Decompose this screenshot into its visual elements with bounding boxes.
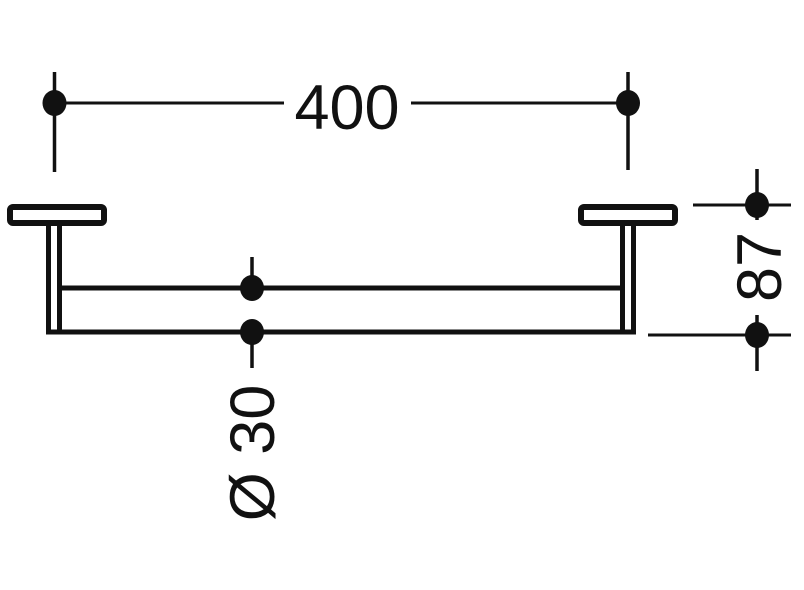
width-dimension: 400: [42, 72, 640, 172]
width-dimension-label: 400: [294, 73, 399, 143]
right-wall-plate: [578, 204, 678, 226]
height-dimension-bottom-endpoint-dot: [745, 322, 769, 348]
width-dimension-left-endpoint-dot: [42, 90, 67, 116]
height-dimension: 87: [648, 169, 795, 371]
diameter-dimension-label: Ø 30: [218, 385, 288, 522]
width-dimension-right-endpoint-dot: [616, 90, 640, 116]
height-dimension-top-endpoint-dot: [745, 192, 769, 218]
height-dimension-label: 87: [725, 232, 795, 302]
left-wall-plate: [7, 204, 107, 226]
diameter-dimension: Ø 30: [218, 257, 288, 521]
towel-rail-product: [7, 204, 678, 335]
diameter-dimension-bottom-endpoint-dot: [240, 319, 264, 345]
diameter-dimension-top-endpoint-dot: [240, 275, 264, 301]
